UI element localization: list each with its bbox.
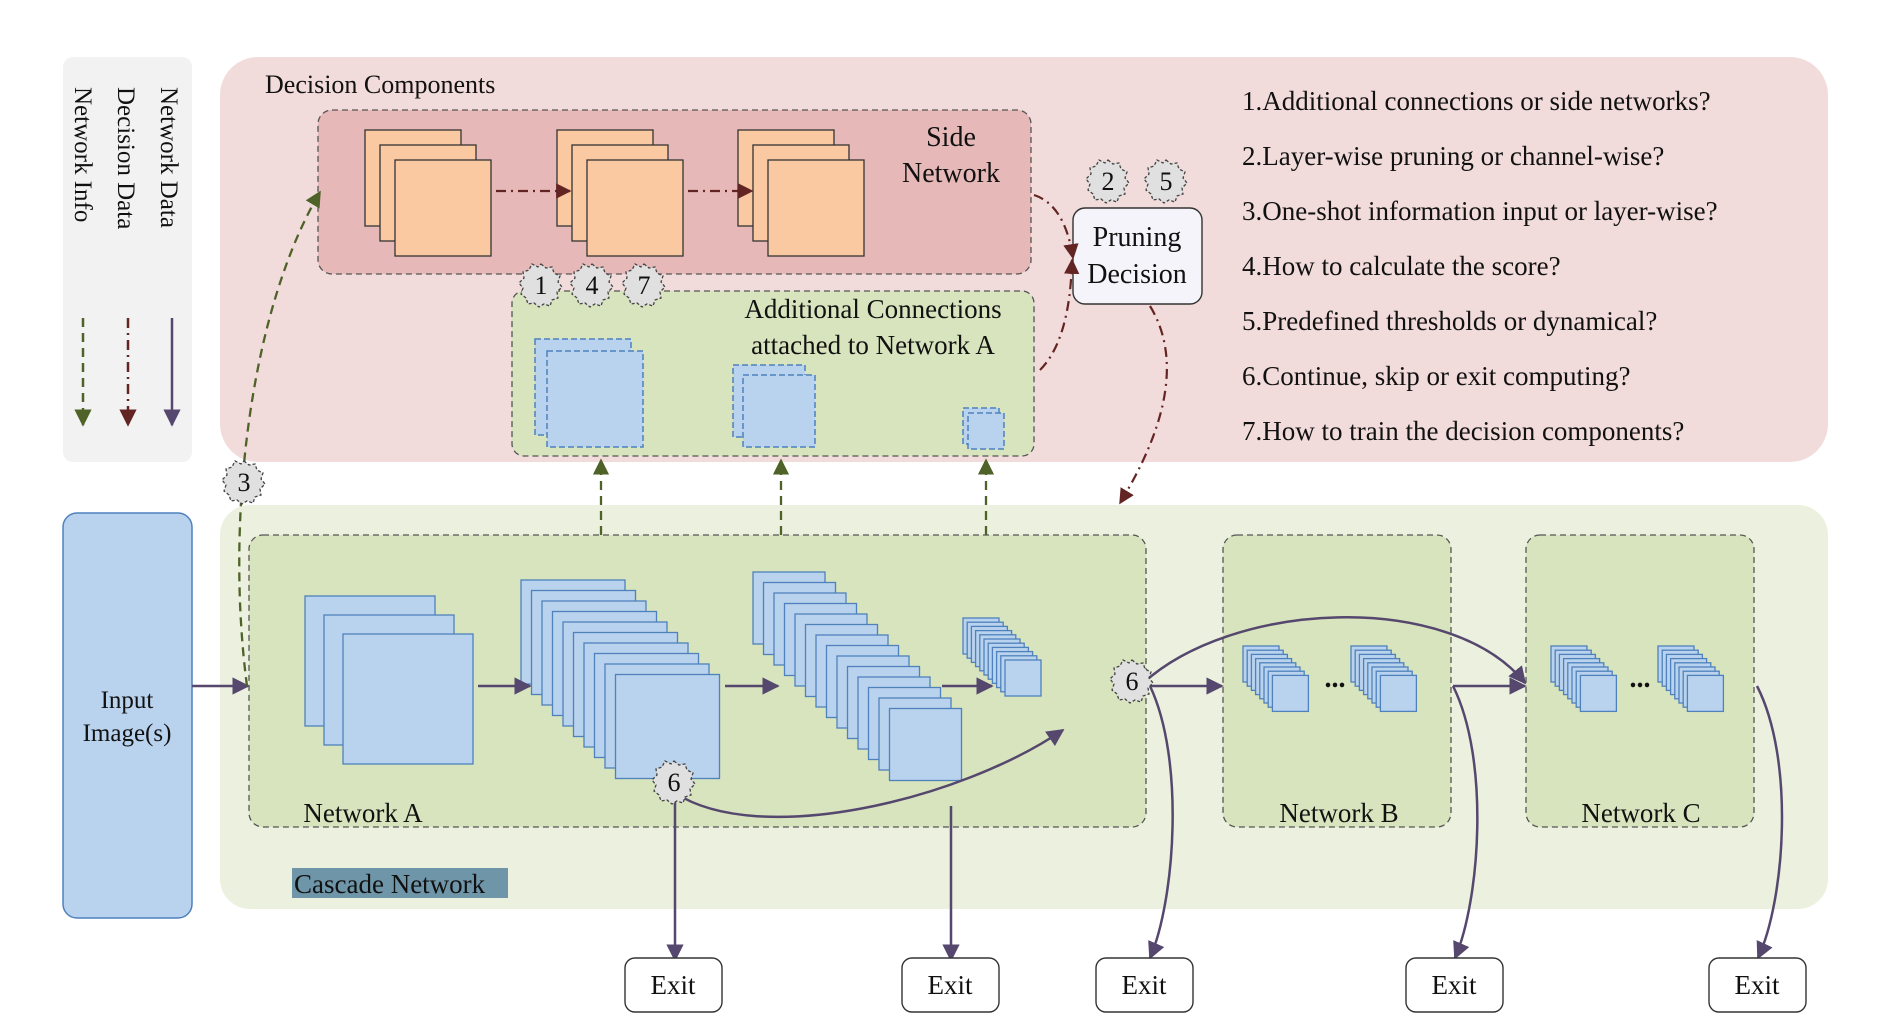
- network-a-layer-2: [520, 579, 721, 780]
- question-6: 6.Continue, skip or exit computing?: [1242, 361, 1630, 391]
- legend-panel: Network Data Decision Data Network Info: [63, 57, 192, 462]
- legend-network-info: Network Info: [69, 87, 96, 222]
- svg-text:6: 6: [1126, 667, 1139, 696]
- network-c-ellipsis: ...: [1630, 663, 1651, 694]
- input-label-2: Image(s): [83, 720, 172, 747]
- question-list: 1.Additional connections or side network…: [1242, 86, 1718, 446]
- input-label: Input: [101, 687, 154, 714]
- pruning-to-network-arrow: [1119, 305, 1168, 505]
- pruning-decision-label-2: Decision: [1087, 259, 1187, 290]
- exit-box-3: Exit: [1095, 957, 1194, 1013]
- badge-1: 1: [518, 263, 563, 308]
- network-c-layer-2: [1657, 645, 1725, 713]
- stackA3-map-14: [888, 707, 963, 782]
- badge-6-network-a: 6: [1109, 659, 1154, 704]
- question-5: 5.Predefined thresholds or dynamical?: [1242, 306, 1657, 336]
- cascade-panel: Cascade Network Network A Network B Netw…: [220, 505, 1828, 909]
- network-b-layer-2: [1350, 645, 1418, 713]
- network-b-label: Network B: [1279, 798, 1398, 828]
- cascade-title-bg: [292, 868, 508, 898]
- additional-to-pruning-arrow: [1039, 258, 1080, 371]
- exit-3-arrow: [1148, 685, 1174, 960]
- additional-connections-label-2: attached to Network A: [751, 330, 995, 360]
- question-3: 3.One-shot information input or layer-wi…: [1242, 196, 1718, 226]
- decision-components-title: Decision Components: [265, 70, 495, 99]
- side-network-layers: [364, 129, 865, 257]
- cascade-title: Cascade Network: [294, 869, 486, 899]
- skip-a-to-c-arrow: [1139, 616, 1527, 687]
- network-data-arrows: [192, 616, 1784, 962]
- badge-4: 4: [569, 263, 614, 308]
- svg-text:Exit: Exit: [651, 970, 696, 1000]
- network-c-label: Network C: [1581, 798, 1700, 828]
- svg-text:4: 4: [586, 271, 599, 300]
- network-a-layer-4: [962, 617, 1042, 697]
- side-network-label-2: Network: [902, 158, 1000, 189]
- additional-connection-layers: [534, 338, 1005, 450]
- svg-text:3: 3: [238, 468, 251, 497]
- exit-box-2: Exit: [901, 957, 1000, 1013]
- question-4: 4.How to calculate the score?: [1242, 251, 1561, 281]
- additional-connections-label: Additional Connections: [744, 294, 1001, 324]
- question-7: 7.How to train the decision components?: [1242, 416, 1684, 446]
- decision-panel: Decision Components Side Network Additio…: [220, 57, 1828, 505]
- badge-2: 2: [1085, 159, 1130, 204]
- badge-5: 5: [1143, 159, 1188, 204]
- question-2: 2.Layer-wise pruning or channel-wise?: [1242, 141, 1664, 171]
- network-a-label: Network A: [303, 798, 423, 828]
- exit-5-arrow: [1755, 685, 1784, 960]
- exit-box-1: Exit: [624, 957, 723, 1013]
- legend-network-data: Network Data: [155, 87, 182, 228]
- svg-text:1: 1: [535, 271, 548, 300]
- exit-4-arrow: [1451, 685, 1479, 960]
- legend-decision-data: Decision Data: [112, 87, 139, 229]
- network-a-layer-3: [752, 571, 963, 782]
- svg-text:2: 2: [1102, 167, 1115, 196]
- stackB1-map-8: [1271, 674, 1310, 713]
- exit-box-5: Exit: [1708, 957, 1807, 1013]
- network-b-layer-1: [1242, 645, 1310, 713]
- svg-text:6: 6: [668, 768, 681, 797]
- pruning-decision-label: Pruning: [1093, 222, 1182, 253]
- input-images-box: Input Image(s): [62, 512, 193, 919]
- side-to-pruning-arrow: [1033, 193, 1079, 260]
- svg-text:Exit: Exit: [1122, 970, 1167, 1000]
- network-a-layer-1: [304, 595, 474, 765]
- badge-7: 7: [621, 263, 666, 308]
- network-b-ellipsis: ...: [1325, 663, 1346, 694]
- network-info-arrows: [238, 190, 995, 687]
- stackC2-map-8: [1686, 674, 1725, 713]
- svg-text:5: 5: [1160, 167, 1173, 196]
- skip-layer2-to-layer4-arrow: [674, 728, 1065, 819]
- svg-text:Exit: Exit: [1432, 970, 1477, 1000]
- badge-3: 3: [221, 460, 266, 505]
- stackC1-map-8: [1579, 674, 1618, 713]
- svg-text:7: 7: [638, 271, 651, 300]
- stackB2-map-8: [1379, 674, 1418, 713]
- badge-6-layer2: 6: [651, 760, 696, 805]
- side-network-label: Side: [926, 122, 976, 153]
- stackA4-map-11: [1004, 659, 1042, 697]
- svg-text:Exit: Exit: [928, 970, 973, 1000]
- stackA2-map-10: [614, 673, 721, 780]
- exit-box-4: Exit: [1405, 957, 1504, 1013]
- question-1: 1.Additional connections or side network…: [1242, 86, 1711, 116]
- svg-text:Exit: Exit: [1735, 970, 1780, 1000]
- network-c-layer-1: [1550, 645, 1618, 713]
